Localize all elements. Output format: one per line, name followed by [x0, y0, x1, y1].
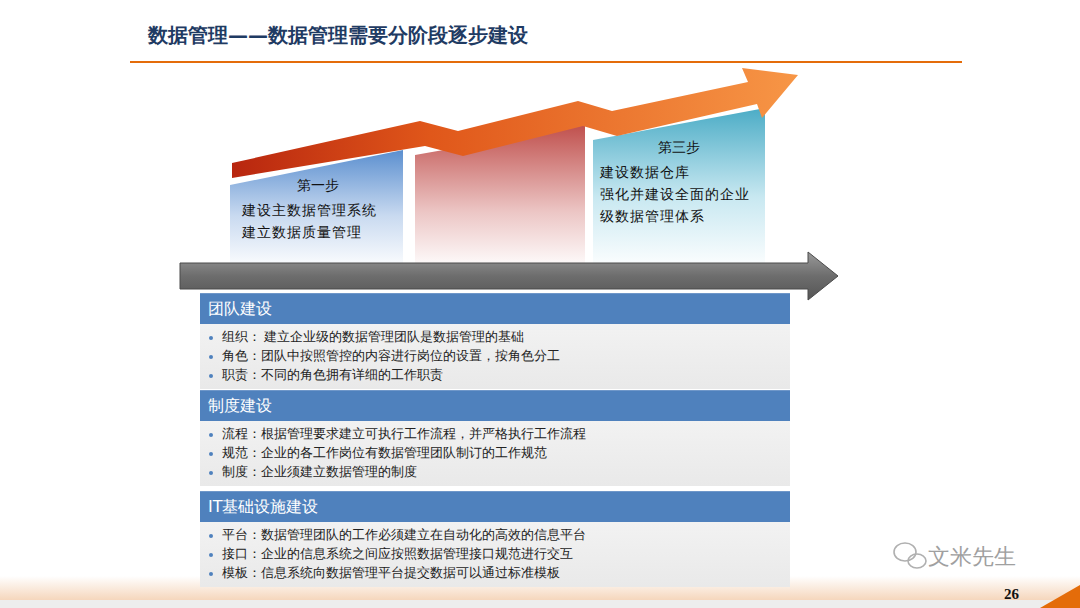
- bullet-item: 平台：数据管理团队的工作必须建立在自动化的高效的信息平台: [200, 526, 790, 545]
- bullet-dot: [209, 471, 213, 475]
- section-body: 组织： 建立企业级的数据管理团队是数据管理的基础角色：团队中按照管控的内容进行岗…: [200, 324, 790, 389]
- title-rule: [130, 61, 962, 63]
- section-panel: IT基础设施建设平台：数据管理团队的工作必须建立在自动化的高效的信息平台接口：企…: [200, 491, 790, 587]
- bullet-dot: [209, 534, 213, 538]
- bullet-dot: [209, 355, 213, 359]
- section-heading: IT基础设施建设: [200, 491, 790, 522]
- bullet-dot: [209, 553, 213, 557]
- page-number: 26: [1004, 586, 1019, 603]
- wechat-icon: [894, 543, 926, 568]
- bullet-item: 职责：不同的角色拥有详细的工作职责: [200, 366, 790, 385]
- step-heading: 第一步: [242, 176, 394, 196]
- section-heading: 制度建设: [200, 390, 790, 421]
- bullet-dot: [209, 433, 213, 437]
- slide-title: 数据管理——数据管理需要分阶段逐步建设: [148, 22, 568, 48]
- bullet-item: 接口：企业的信息系统之间应按照数据管理接口规范进行交互: [200, 545, 790, 564]
- step-text: 建设主数据管理系统 建立数据质量管理: [242, 200, 394, 244]
- step-text: 强化并建设全面的企业级数据管理体系: [600, 184, 758, 228]
- bullet-item: 流程：根据管理要求建立可执行工作流程，并严格执行工作流程: [200, 425, 790, 444]
- section-heading: 团队建设: [200, 293, 790, 324]
- step-text: 建设数据仓库: [600, 162, 758, 184]
- step-heading: 第三步: [600, 138, 758, 158]
- section-panel: 团队建设组织： 建立企业级的数据管理团队是数据管理的基础角色：团队中按照管控的内…: [200, 293, 790, 389]
- bullet-item: 制度：企业须建立数据管理的制度: [200, 463, 790, 482]
- growth-arrow: [232, 68, 798, 178]
- footer-corner: [1040, 585, 1080, 608]
- bullet-dot: [209, 374, 213, 378]
- bullet-item: 角色：团队中按照管控的内容进行岗位的设置，按角色分工: [200, 347, 790, 366]
- footer-strip: [0, 600, 1080, 608]
- step-panel: 第一步建设主数据管理系统 建立数据质量管理: [242, 176, 394, 244]
- bullet-dot: [209, 572, 213, 576]
- bullet-item: 规范：企业的各工作岗位有数据管理团队制订的工作规范: [200, 444, 790, 463]
- step-panel: 第三步建设数据仓库强化并建设全面的企业级数据管理体系: [600, 138, 758, 228]
- watermark: 文米先生: [928, 542, 1016, 572]
- bullet-dot: [209, 452, 213, 456]
- section-body: 流程：根据管理要求建立可执行工作流程，并严格执行工作流程规范：企业的各工作岗位有…: [200, 421, 790, 486]
- bullet-dot: [209, 336, 213, 340]
- section-body: 平台：数据管理团队的工作必须建立在自动化的高效的信息平台接口：企业的信息系统之间…: [200, 522, 790, 587]
- section-panel: 制度建设流程：根据管理要求建立可执行工作流程，并严格执行工作流程规范：企业的各工…: [200, 390, 790, 486]
- bullet-item: 模板：信息系统向数据管理平台提交数据可以通过标准模板: [200, 564, 790, 583]
- bullet-item: 组织： 建立企业级的数据管理团队是数据管理的基础: [200, 328, 790, 347]
